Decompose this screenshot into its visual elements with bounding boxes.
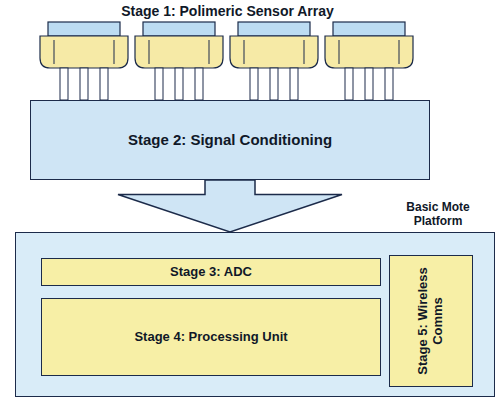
platform-label: Basic Mote Platform [382,201,494,229]
stage-label: Stage 5: Wireless Comms [416,262,446,380]
sensor-symbol [135,22,223,100]
process-box: Stage 5: Wireless Comms [389,255,473,387]
sensor-symbol [230,22,318,100]
diagram-title: Stage 1: Polimeric Sensor Array [0,3,455,19]
platform-box: Stage 3: ADC Stage 4: Processing Unit Stag… [15,232,495,397]
sensor-symbol [325,22,413,100]
process-box: Stage 2: Signal Conditioning [30,100,430,180]
stage-label: Stage 3: ADC [170,265,252,280]
block-arrow [118,180,342,232]
process-box: Stage 4: Processing Unit [41,298,381,376]
process-box: Stage 3: ADC [41,258,381,286]
stage-label: Stage 4: Processing Unit [134,330,287,345]
stage-label: Stage 2: Signal Conditioning [128,131,332,148]
sensor-symbol [40,22,128,100]
